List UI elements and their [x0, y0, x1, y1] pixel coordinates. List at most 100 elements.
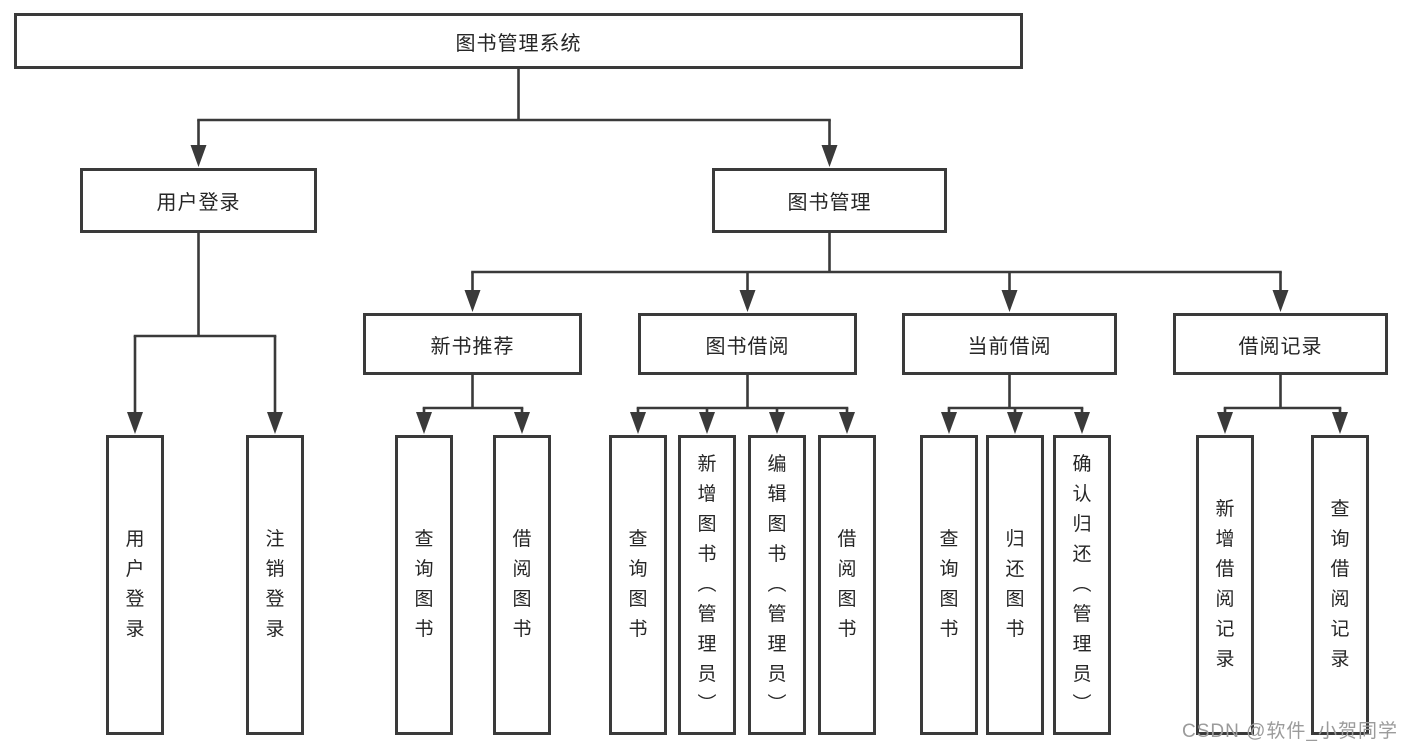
watermark: CSDN @软件_小贺同学 — [1182, 721, 1398, 742]
arrowhead-icon — [739, 290, 756, 312]
vertical-char: ︵ — [1072, 574, 1092, 595]
vertical-char: 理 — [697, 634, 717, 655]
vertical-char: ︵ — [697, 574, 717, 595]
arrowhead-icon — [699, 412, 715, 434]
vertical-char: 借 — [1215, 559, 1235, 580]
arrowhead-icon — [514, 412, 530, 434]
arrowhead-icon — [267, 412, 283, 434]
vertical-char: 还 — [1005, 559, 1025, 580]
vertical-char: 录 — [1215, 649, 1235, 670]
node-leaf-return-book: 归还图书 — [986, 435, 1044, 735]
node-label-leaf-confirm-return: 确认归还︵管理员︶ — [1072, 450, 1091, 720]
vertical-char: 图 — [1005, 589, 1025, 610]
node-root: 图书管理系统 — [14, 13, 1023, 69]
vertical-char: 书 — [767, 544, 787, 565]
vertical-char: 录 — [125, 619, 145, 640]
vertical-char: 图 — [837, 589, 857, 610]
vertical-char: 认 — [1072, 484, 1092, 505]
vertical-char: 录 — [265, 619, 285, 640]
node-label-book-mgmt: 图书管理 — [787, 192, 872, 214]
vertical-char: 借 — [1330, 559, 1350, 580]
vertical-char: 管 — [1072, 604, 1092, 625]
node-label-book-borrow: 图书借阅 — [705, 335, 790, 358]
vertical-char: 登 — [125, 589, 145, 610]
vertical-char: 理 — [1072, 634, 1092, 655]
vertical-char: 户 — [125, 559, 145, 580]
arrowhead-icon — [630, 412, 646, 434]
arrowhead-icon — [127, 412, 143, 434]
vertical-char: 借 — [512, 529, 532, 550]
node-leaf-borrow-book-1: 借阅图书 — [493, 435, 551, 735]
node-label-leaf-borrow-book-1: 借阅图书 — [512, 525, 531, 645]
vertical-char: 询 — [939, 559, 959, 580]
vertical-char: ︶ — [767, 694, 787, 715]
node-book-borrow: 图书借阅 — [638, 313, 857, 375]
vertical-char: 阅 — [1330, 589, 1350, 610]
vertical-char: ︶ — [697, 694, 717, 715]
vertical-char: 询 — [628, 559, 648, 580]
vertical-char: 增 — [697, 484, 717, 505]
vertical-char: 归 — [1005, 529, 1025, 550]
node-leaf-query-record: 查询借阅记录 — [1311, 435, 1369, 735]
vertical-char: ︵ — [767, 574, 787, 595]
node-label-leaf-borrow-book-2: 借阅图书 — [837, 525, 856, 645]
arrowhead-icon — [464, 290, 481, 312]
arrowhead-icon — [1217, 412, 1233, 434]
vertical-char: 书 — [512, 619, 532, 640]
node-book-mgmt: 图书管理 — [712, 168, 947, 233]
vertical-char: 销 — [265, 559, 285, 580]
vertical-char: 录 — [1330, 649, 1350, 670]
node-label-new-book-recommend: 新书推荐 — [430, 335, 515, 358]
vertical-char: 注 — [265, 529, 285, 550]
vertical-char: 理 — [767, 634, 787, 655]
node-leaf-query-book-1: 查询图书 — [395, 435, 453, 735]
vertical-char: 归 — [1072, 514, 1092, 535]
node-label-leaf-add-book: 新增图书 ︵ 管理员 ︶ — [697, 450, 716, 720]
node-label-leaf-query-record: 查询借阅记录 — [1330, 495, 1349, 675]
vertical-char: 管 — [767, 604, 787, 625]
node-leaf-edit-book: 编辑图书︵管理员︶ — [748, 435, 806, 735]
vertical-char: 登 — [265, 589, 285, 610]
vertical-char: 图 — [512, 589, 532, 610]
node-label-leaf-return-book: 归还图书 — [1005, 525, 1024, 645]
node-user-login: 用户登录 — [80, 168, 317, 233]
arrowhead-icon — [1272, 290, 1289, 312]
vertical-char: 用 — [125, 529, 145, 550]
node-leaf-user-login: 用户登录 — [106, 435, 164, 735]
vertical-char: 查 — [414, 529, 434, 550]
node-new-book-recommend: 新书推荐 — [363, 313, 582, 375]
vertical-char: 询 — [1330, 529, 1350, 550]
node-label-leaf-query-book-3: 查询图书 — [939, 525, 958, 645]
vertical-char: 新 — [697, 454, 717, 475]
vertical-char: 阅 — [512, 559, 532, 580]
arrowhead-icon — [769, 412, 785, 434]
vertical-char: 新 — [1215, 499, 1235, 520]
vertical-char: 还 — [1072, 544, 1092, 565]
node-label-root: 图书管理系统 — [455, 32, 582, 55]
node-label-leaf-add-record: 新增借阅记录 — [1215, 495, 1234, 675]
arrowhead-icon — [190, 145, 207, 167]
vertical-char: 增 — [1215, 529, 1235, 550]
node-leaf-logout: 注销登录 — [246, 435, 304, 735]
vertical-char: 查 — [1330, 499, 1350, 520]
arrowhead-icon — [1007, 412, 1023, 434]
vertical-char: 查 — [628, 529, 648, 550]
node-label-leaf-user-login: 用户登录 — [125, 525, 144, 645]
node-label-borrow-record: 借阅记录 — [1238, 335, 1323, 358]
vertical-char: 阅 — [837, 559, 857, 580]
node-leaf-add-record: 新增借阅记录 — [1196, 435, 1254, 735]
vertical-char: 编 — [767, 454, 787, 475]
vertical-char: 管 — [697, 604, 717, 625]
vertical-char: 图 — [767, 514, 787, 535]
vertical-char: 阅 — [1215, 589, 1235, 610]
vertical-char: 询 — [414, 559, 434, 580]
arrowhead-icon — [1332, 412, 1348, 434]
vertical-char: 员 — [697, 664, 717, 685]
vertical-char: 书 — [697, 544, 717, 565]
node-leaf-confirm-return: 确认归还︵管理员︶ — [1053, 435, 1111, 735]
vertical-char: 记 — [1330, 619, 1350, 640]
node-label-current-borrow: 当前借阅 — [967, 335, 1052, 358]
vertical-char: 图 — [697, 514, 717, 535]
node-label-leaf-query-book-2: 查询图书 — [628, 525, 647, 645]
